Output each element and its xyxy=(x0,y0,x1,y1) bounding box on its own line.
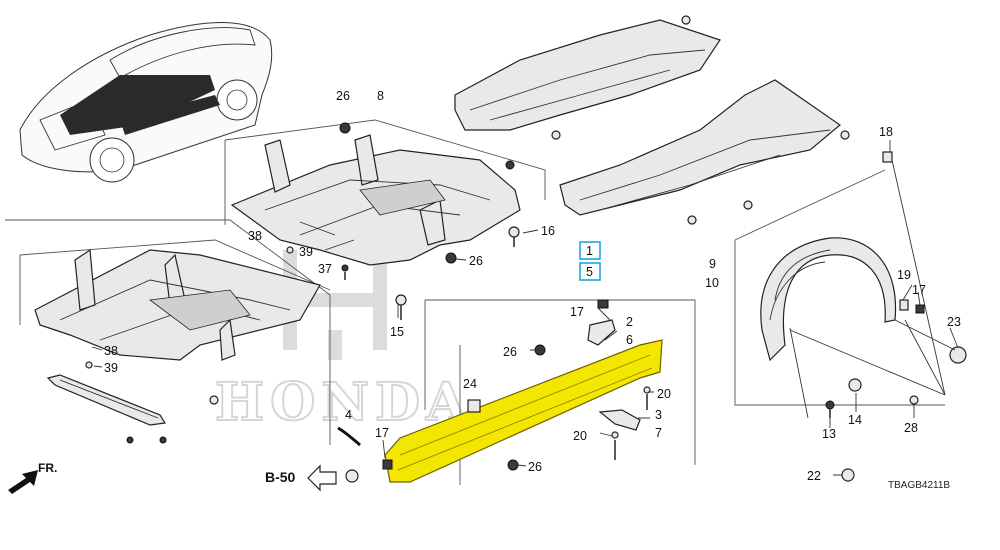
callout-18: 18 xyxy=(879,125,893,139)
callout-26: 26 xyxy=(336,89,350,103)
callout-1: 1 xyxy=(586,244,593,258)
callout-38: 38 xyxy=(104,344,118,358)
callout-7: 7 xyxy=(655,426,662,440)
ref-arrow-icon xyxy=(307,464,337,492)
callout-5: 5 xyxy=(586,265,593,279)
callout-38: 38 xyxy=(248,229,262,243)
front-direction: FR. xyxy=(8,461,57,494)
left-floor-cover xyxy=(34,248,321,361)
callout-4: 4 xyxy=(345,408,352,422)
callout-26: 26 xyxy=(528,460,542,474)
frame-lines xyxy=(5,119,945,485)
callout-26: 26 xyxy=(469,254,483,268)
callout-39: 39 xyxy=(299,245,313,259)
watermark-text: HONDA xyxy=(215,372,472,433)
callout-6: 6 xyxy=(626,333,633,347)
front-arrow-icon xyxy=(8,470,38,494)
callout-16: 16 xyxy=(541,224,555,238)
ref-label: B-50 xyxy=(265,469,296,485)
lower-left-strip xyxy=(46,374,167,426)
callout-39: 39 xyxy=(104,361,118,375)
callout-22: 22 xyxy=(807,469,821,483)
fender-liner xyxy=(760,237,897,362)
callout-13: 13 xyxy=(822,427,836,441)
callout-9: 9 xyxy=(709,257,716,271)
callout-15: 15 xyxy=(390,325,404,339)
callout-14: 14 xyxy=(848,413,862,427)
callouts: 26 8 16 38 39 37 26 15 38 39 1 5 17 2 6 … xyxy=(104,89,961,483)
callout-20: 20 xyxy=(573,429,587,443)
side-sill-garnish xyxy=(384,339,663,483)
callout-24: 24 xyxy=(463,377,477,391)
upper-undercover xyxy=(454,19,841,216)
leader-lines xyxy=(91,140,959,476)
callout-20: 20 xyxy=(657,387,671,401)
small-parts xyxy=(85,15,967,483)
callout-1-box xyxy=(579,241,601,260)
callout-2: 2 xyxy=(626,315,633,329)
callout-17: 17 xyxy=(912,283,926,297)
direction-label: FR. xyxy=(38,461,57,475)
callout-3: 3 xyxy=(655,408,662,422)
callout-8: 8 xyxy=(377,89,384,103)
callout-17: 17 xyxy=(375,426,389,440)
callout-10: 10 xyxy=(705,276,719,290)
callout-5-box xyxy=(579,262,601,281)
diagram-code: TBAGB4211B xyxy=(888,480,950,491)
callout-23: 23 xyxy=(947,315,961,329)
callout-28: 28 xyxy=(904,421,918,435)
callout-37: 37 xyxy=(318,262,332,276)
car-overview xyxy=(19,22,273,183)
reference-b50: B-50 xyxy=(265,464,337,492)
callout-19: 19 xyxy=(897,268,911,282)
callout-17: 17 xyxy=(570,305,584,319)
callout-26: 26 xyxy=(503,345,517,359)
center-floor-cover xyxy=(230,134,521,266)
